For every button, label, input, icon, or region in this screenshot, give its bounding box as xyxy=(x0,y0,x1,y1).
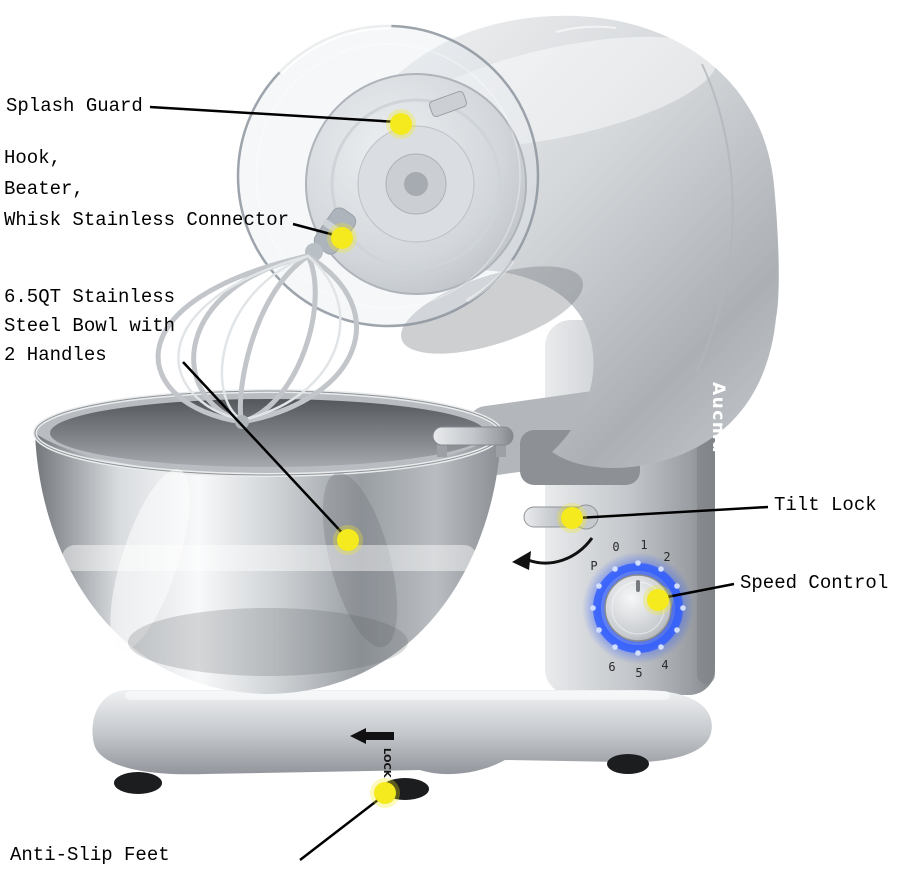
label-connector-line2: Beater, xyxy=(4,178,84,200)
callout-lines xyxy=(149,105,769,861)
svg-text:2: 2 xyxy=(663,550,670,564)
callout-dot-anti-slip xyxy=(374,782,396,804)
knob-pointer xyxy=(636,580,640,592)
callout-dot-splash-guard xyxy=(390,113,412,135)
attachment-hub-face xyxy=(305,73,527,295)
label-speed-control: Speed Control xyxy=(740,572,889,594)
stainless-bowl xyxy=(33,389,514,694)
balloon-whisk xyxy=(155,253,359,429)
label-bowl-line2: Steel Bowl with xyxy=(4,315,176,337)
label-anti-slip-feet: Anti-Slip Feet xyxy=(10,844,170,866)
brand-logo-text: Aucma xyxy=(708,382,728,454)
bowl-handle xyxy=(432,426,514,457)
svg-text:6: 6 xyxy=(608,660,615,674)
svg-text:5: 5 xyxy=(635,666,642,680)
lock-arrow-icon xyxy=(350,728,394,744)
svg-text:1: 1 xyxy=(640,538,647,552)
knob-glow-ring xyxy=(593,563,683,653)
callout-line-anti-slip xyxy=(299,795,384,861)
svg-text:0: 0 xyxy=(612,540,619,554)
callout-line-tilt-lock xyxy=(576,505,769,520)
svg-text:4: 4 xyxy=(661,658,668,672)
callout-dots xyxy=(327,109,673,808)
callout-dot-tilt-lock xyxy=(561,507,583,529)
callout-dot-connector xyxy=(331,227,353,249)
label-bowl: 6.5QT Stainless Steel Bowl with 2 Handle… xyxy=(4,283,175,370)
lock-text: LOCK xyxy=(381,748,392,779)
callout-line-bowl xyxy=(182,361,347,538)
callout-line-connector xyxy=(292,222,339,238)
label-splash-guard: Splash Guard xyxy=(6,95,143,117)
callout-line-splash-guard xyxy=(149,105,399,124)
label-bowl-line3: 2 Handles xyxy=(4,344,107,366)
knob-led-dots xyxy=(590,560,686,656)
label-bowl-line1: 6.5QT Stainless xyxy=(4,286,176,308)
speed-dial-numbers: P 0 1 2 6 5 4 xyxy=(590,538,670,680)
label-connector: Hook, Beater, Whisk Stainless Connector xyxy=(4,143,289,236)
callout-dot-bowl xyxy=(337,529,359,551)
callout-line-speed-control xyxy=(661,582,735,600)
label-connector-line3: Whisk Stainless Connector xyxy=(4,209,290,231)
callout-dot-speed-control xyxy=(647,589,669,611)
svg-text:P: P xyxy=(590,559,597,573)
label-tilt-lock: Tilt Lock xyxy=(774,494,877,516)
lock-marking: LOCK xyxy=(350,728,394,779)
label-connector-line1: Hook, xyxy=(4,147,62,169)
splash-guard xyxy=(236,22,540,328)
